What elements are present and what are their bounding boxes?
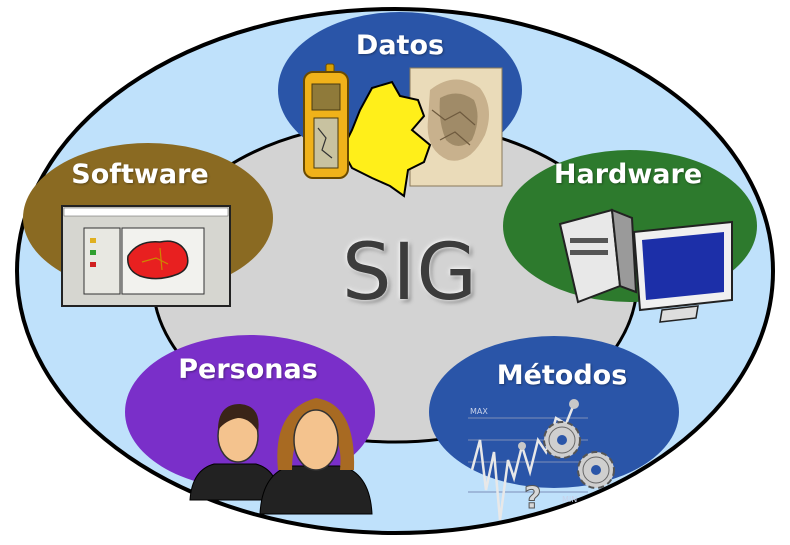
node-metodos: MAX MIN ? (429, 336, 679, 521)
node-datos (278, 12, 522, 198)
terrain-map-icon (409, 67, 503, 187)
question-mark: ? (524, 481, 541, 516)
software-label: Software (71, 159, 209, 190)
datos-label: Datos (355, 30, 445, 61)
software-window-icon (61, 205, 231, 307)
hardware-label: Hardware (553, 159, 703, 190)
node-software (23, 143, 273, 307)
chart-min-label: MIN (562, 495, 577, 504)
metodos-label: Métodos (496, 360, 628, 391)
personas-label: Personas (178, 354, 318, 385)
people-icon (189, 398, 373, 515)
metodos-ellipse (429, 336, 679, 488)
gear-icon (577, 451, 615, 489)
center-title: SIG (342, 228, 478, 318)
node-personas (125, 335, 375, 515)
method-chart-icon: MAX MIN ? (468, 399, 615, 521)
chart-max-label: MAX (470, 407, 488, 416)
computer-icon (558, 208, 733, 323)
gear-icon (543, 421, 581, 459)
gps-device-icon (303, 63, 349, 179)
node-hardware (503, 150, 757, 323)
